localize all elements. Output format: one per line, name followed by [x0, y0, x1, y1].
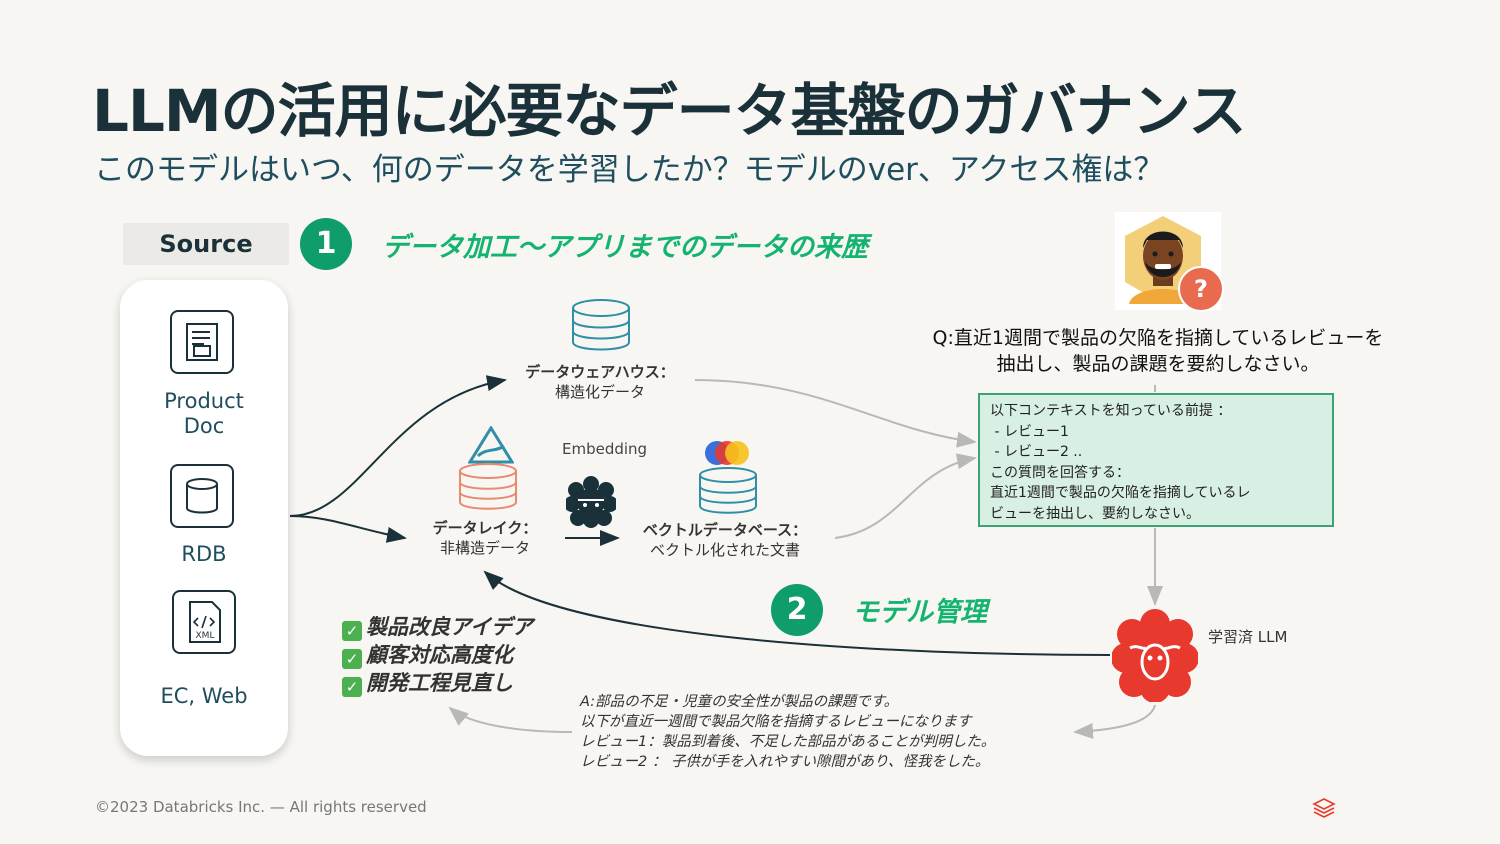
question-mark-icon: ? — [1178, 266, 1224, 312]
step-1-badge: 1 — [300, 218, 352, 270]
data-lake-node: データレイク： 非構造データ — [432, 519, 538, 557]
benefits-list: ✓製品改良アイデア ✓顧客対応高度化 ✓開発工程見直し — [342, 613, 533, 697]
multicolor-logo-icon — [705, 441, 749, 465]
source-item-rdb: RDB — [181, 542, 227, 566]
xml-file-icon: XML — [172, 590, 236, 654]
arrow-source-to-warehouse — [289, 375, 507, 517]
context-line: - レビュー2 .. — [990, 444, 1083, 460]
context-line: ビューを抽出し、要約しなさい。 — [990, 505, 1200, 522]
context-line: 直近1週間で製品の欠陥を指摘しているレ — [990, 485, 1251, 501]
embedding-label: Embedding — [562, 440, 648, 458]
answer-line: A:部品の不足・児童の安全性が製品の課題です。 — [580, 694, 899, 710]
footer-copyright: ©2023 Databricks Inc. — All rights reser… — [95, 798, 427, 816]
arrow-warehouse-to-context — [694, 379, 977, 448]
svg-text:XML: XML — [196, 631, 215, 641]
delta-lake-logo-icon — [468, 426, 514, 464]
document-icon — [170, 310, 234, 374]
llm-answer: A:部品の不足・児童の安全性が製品の課題です。 以下が直近一週間で製品欠陥を指摘… — [580, 692, 995, 772]
page-subtitle: このモデルはいつ、何のデータを学習したか？モデルのver、アクセス権は？ — [94, 152, 1165, 188]
benefit-item: ✓開発工程見直し — [342, 669, 533, 697]
trained-llm-icon — [1112, 609, 1198, 702]
answer-line: レビュー2 ： 子供が手を入れやすい隙間があり、怪我をした。 — [580, 754, 990, 770]
answer-line: 以下が直近一週間で製品欠陥を指摘するレビューになります — [580, 714, 972, 730]
source-panel: Product Doc RDB XML EC, Web — [120, 280, 288, 756]
answer-line: レビュー1：製品到着後、不足した部品があることが判明した。 — [580, 734, 996, 750]
arrow-answer-to-benefits — [448, 706, 573, 733]
benefit-item: ✓顧客対応高度化 — [342, 641, 533, 669]
context-line: - レビュー1 — [990, 423, 1069, 440]
check-icon: ✓ — [342, 649, 362, 669]
check-icon: ✓ — [342, 621, 362, 641]
arrow-vector-to-context — [834, 453, 977, 539]
step-2-badge: 2 — [771, 584, 823, 636]
arrow-llm-to-answer — [1073, 704, 1156, 739]
arrow-llm-to-lake — [483, 570, 1111, 656]
vector-db-node: ベクトルデータベース： ベクトル化された文書 — [642, 521, 808, 559]
source-item-ec-web: EC, Web — [160, 684, 248, 708]
page-title: LLMの活用に必要なデータ基盤のガバナンス — [92, 77, 1246, 145]
user-question: Q:直近1週間で製品の欠陥を指摘しているレビューを 抽出し、製品の課題を要約しな… — [932, 327, 1384, 375]
warehouse-node: データウェアハウス： 構造化データ — [525, 363, 675, 401]
source-label: Source — [123, 223, 289, 265]
databricks-logo-icon — [1312, 798, 1336, 818]
data-lake-db-icon — [459, 463, 517, 510]
database-icon — [170, 464, 234, 528]
source-item-product-doc: Product Doc — [164, 389, 244, 438]
benefit-item: ✓製品改良アイデア — [342, 613, 533, 641]
context-line: この質問を回答する： — [990, 464, 1130, 481]
prompt-context-box: 以下コンテキストを知っている前提 ： - レビュー1 - レビュー2 .. この… — [978, 393, 1334, 527]
warehouse-db-icon — [572, 299, 630, 351]
trained-llm-label: 学習済 LLM — [1208, 628, 1288, 646]
context-line: 以下コンテキストを知っている前提 ： — [990, 403, 1232, 419]
vector-db-icon — [699, 467, 757, 514]
step-1-heading: データ加工〜アプリまでのデータの来歴 — [382, 232, 868, 263]
embedding-model-icon — [566, 476, 616, 528]
arrow-source-to-lake — [289, 515, 407, 543]
step-2-heading: モデル管理 — [852, 597, 987, 628]
check-icon: ✓ — [342, 677, 362, 697]
